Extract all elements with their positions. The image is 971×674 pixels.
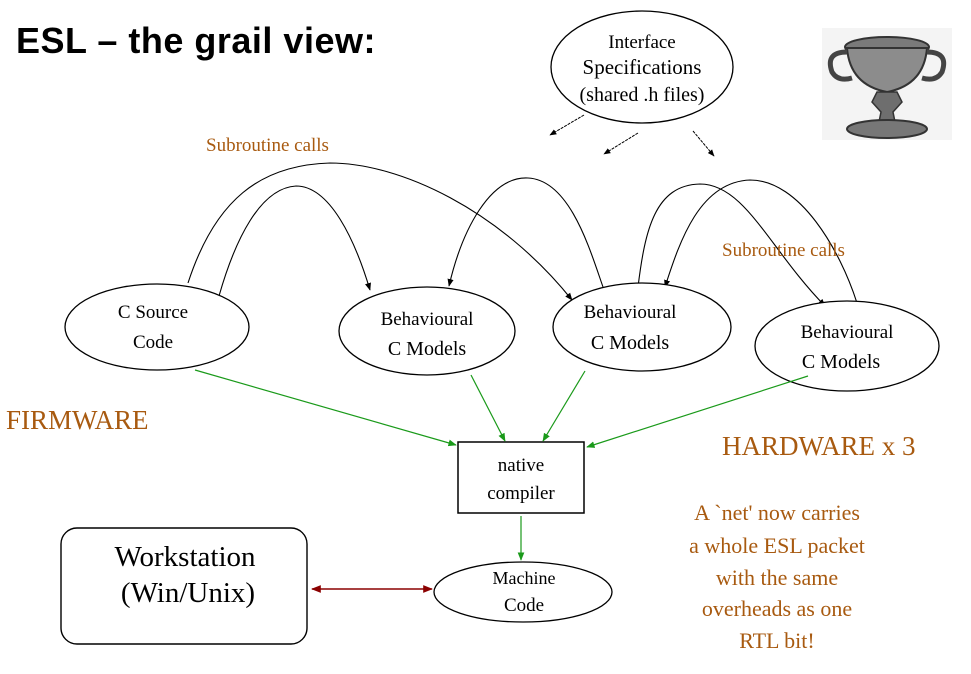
- workstation-node[interactable]: Workstation (Win/Unix): [60, 527, 308, 645]
- note-line-1: A `net' now carries: [694, 500, 860, 525]
- behav3-line-1: Behavioural: [801, 322, 894, 343]
- compiler-line-2: compiler: [487, 483, 555, 504]
- call-csource-to-behav1: [218, 185, 371, 297]
- native-compiler-node[interactable]: native compiler: [457, 441, 585, 514]
- behav3-line-2: C Models: [802, 351, 881, 373]
- hardware-label: HARDWARE x 3: [722, 431, 916, 461]
- grail-chalice-icon: [822, 28, 952, 140]
- c-source-line-1: C Source: [118, 302, 188, 323]
- c-source-line-2: Code: [133, 332, 173, 353]
- note-line-3: with the same: [716, 565, 838, 590]
- call-csource-to-behav2: [187, 162, 573, 301]
- compiler-line-1: native: [498, 455, 544, 476]
- behav2-line-2: C Models: [591, 332, 670, 354]
- edge-behav1-to-compiler: [470, 374, 506, 442]
- behav1-line-2: C Models: [388, 338, 467, 360]
- machine-code-line-2: Code: [504, 595, 544, 616]
- workstation-line-2: (Win/Unix): [121, 577, 255, 609]
- interface-spec-line-2: Specifications: [583, 55, 702, 79]
- firmware-label: FIRMWARE: [6, 405, 149, 435]
- call-behav2-to-behav3: [637, 183, 826, 307]
- note-line-4: overheads as one: [702, 596, 852, 621]
- interface-spec-node[interactable]: Interface Specifications (shared .h file…: [550, 10, 734, 124]
- edge-behav2-to-compiler: [542, 370, 586, 442]
- interface-spec-line-3: (shared .h files): [580, 84, 705, 106]
- spec-edge-3: [692, 130, 715, 157]
- interface-spec-line-1: Interface: [608, 32, 676, 53]
- esl-packet-note: A `net' now carries a whole ESL packet w…: [689, 500, 865, 653]
- behavioural-model-node-1[interactable]: Behavioural C Models: [338, 286, 516, 376]
- behav2-line-1: Behavioural: [584, 302, 677, 323]
- behavioural-model-node-2[interactable]: Behavioural C Models: [552, 282, 732, 372]
- call-behav2-to-behav1: [447, 177, 604, 288]
- machine-code-node[interactable]: Machine Code: [433, 561, 613, 623]
- behavioural-model-node-3[interactable]: Behavioural C Models: [754, 300, 940, 392]
- spec-edge-2: [603, 132, 639, 155]
- machine-code-line-1: Machine: [493, 568, 556, 588]
- note-line-5: RTL bit!: [739, 628, 814, 653]
- interface-spec-edges: [549, 114, 715, 157]
- edge-behav3-to-compiler: [586, 375, 809, 448]
- edge-csource-to-compiler: [194, 369, 457, 447]
- note-line-2: a whole ESL packet: [689, 533, 865, 558]
- compile-edges: [194, 369, 809, 561]
- call-behav3-to-behav2: [664, 179, 858, 304]
- behav1-line-1: Behavioural: [381, 309, 474, 330]
- spec-edge-1: [549, 114, 585, 136]
- subroutine-calls-label-left: Subroutine calls: [206, 135, 329, 156]
- workstation-line-1: Workstation: [114, 541, 256, 573]
- c-source-node[interactable]: C Source Code: [64, 283, 250, 371]
- slide-title: ESL – the grail view:: [16, 20, 376, 61]
- subroutine-call-edges: [187, 162, 858, 307]
- subroutine-calls-label-right: Subroutine calls: [722, 240, 845, 261]
